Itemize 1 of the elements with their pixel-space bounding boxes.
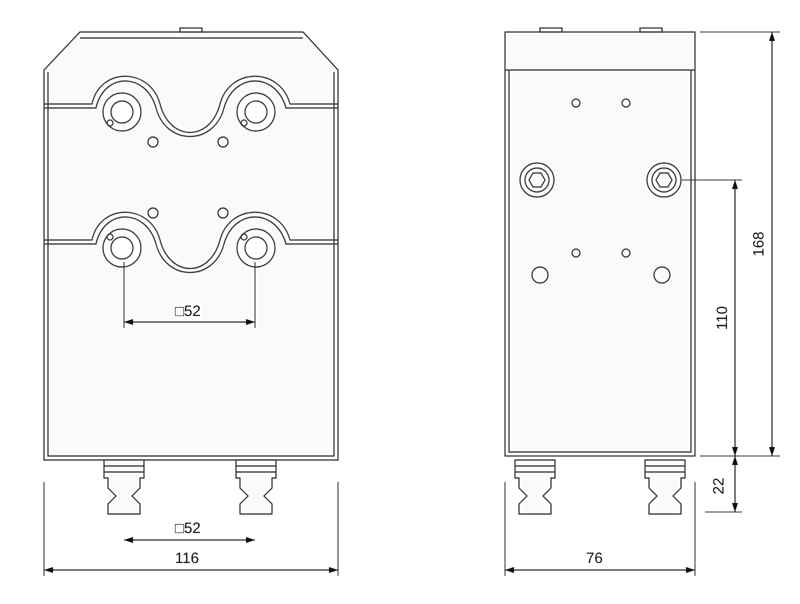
dimension-label: □52 <box>174 304 202 320</box>
